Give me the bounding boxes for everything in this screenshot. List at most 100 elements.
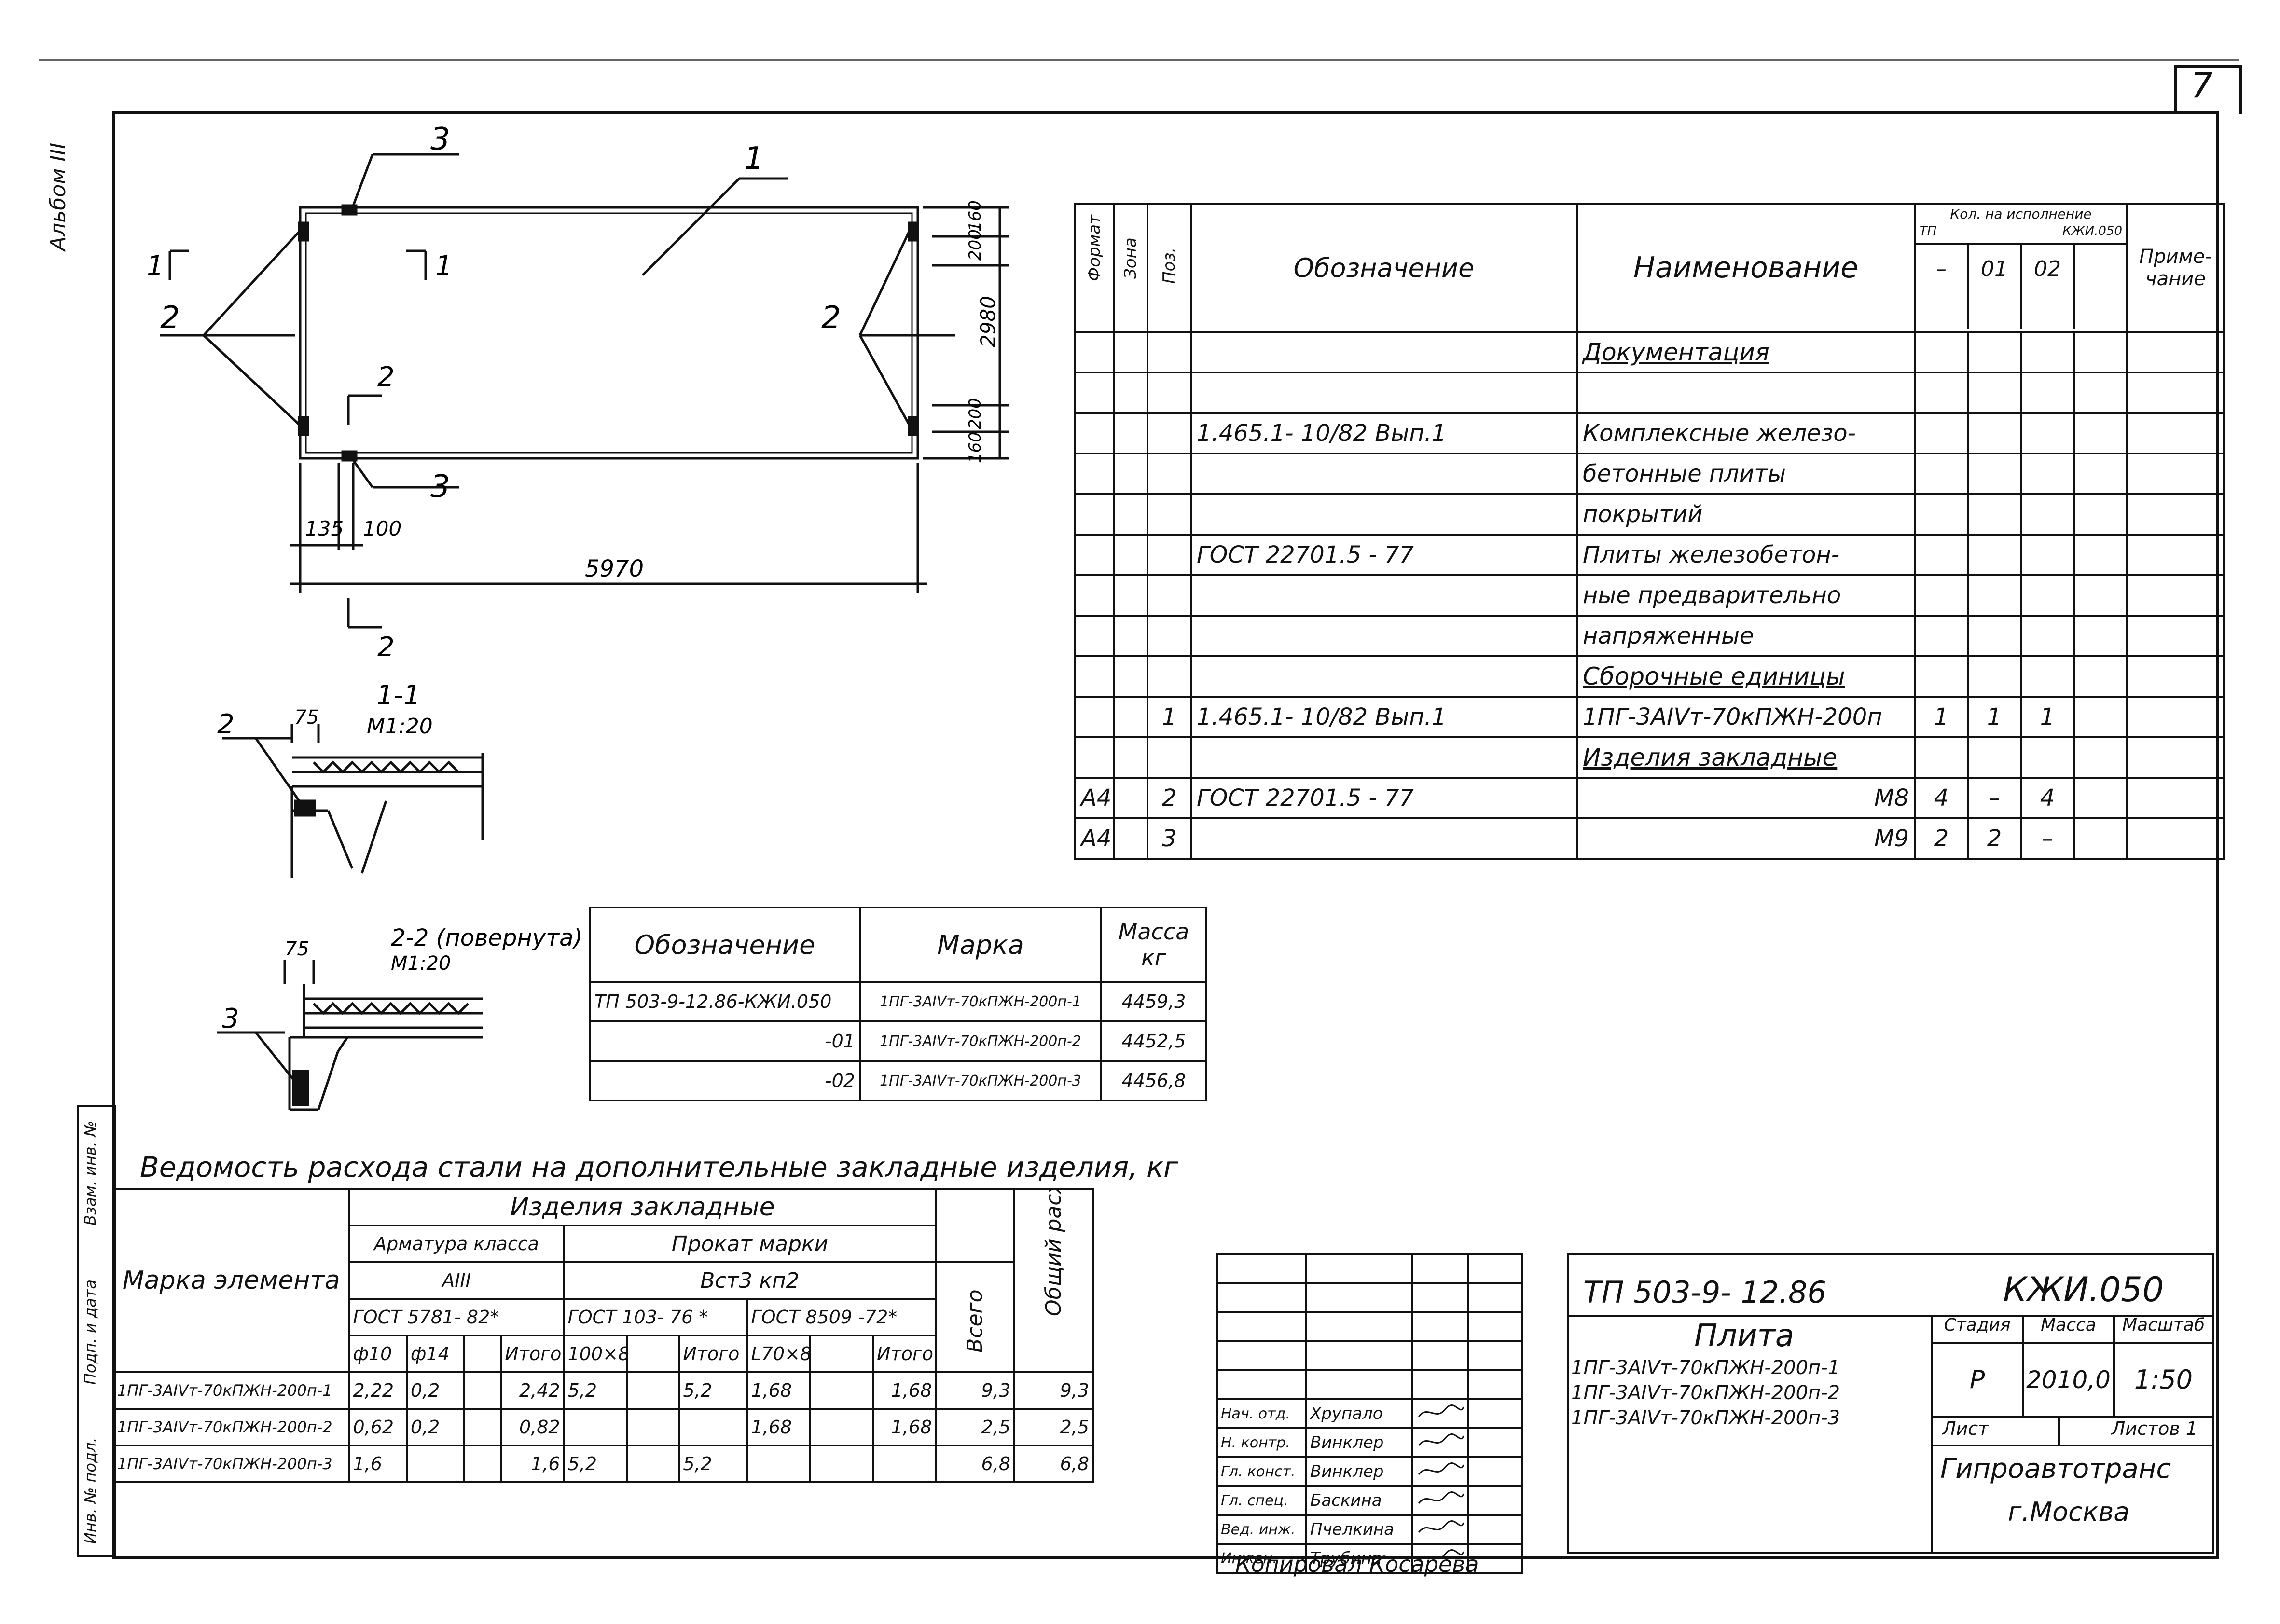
steel-cell-blank (625, 1408, 680, 1446)
steel-header-rebar-class: АIII (348, 1261, 565, 1300)
steel-header-d14: ф14 (405, 1335, 466, 1373)
steel-cell-d10: 0,62 (348, 1408, 408, 1446)
title-mass-label: Масса (2024, 1315, 2115, 1342)
stamp-row (1216, 1282, 1523, 1313)
title-item: Плита (1694, 1318, 1795, 1354)
steel-table-title: Ведомость расхода стали на дополнительны… (140, 1151, 1178, 1184)
pos3-bottom-label: 3 (430, 469, 450, 505)
steel-cell-i2 (678, 1408, 748, 1446)
pos3-top-label: 3 (430, 122, 450, 157)
spec-cell-q1 (1914, 412, 1969, 454)
spec-cell-designation (1190, 372, 1578, 414)
spec-cell-q1: 4 (1914, 777, 1969, 819)
steel-header-gost3: ГОСТ 8509 -72* (746, 1298, 937, 1336)
stamp-row (1216, 1253, 1523, 1284)
steel-cell-mark: 1ПГ-3АIVт-70кПЖН-200п-1 (112, 1371, 350, 1410)
mass-table: Обозначение Марка Масса кг ТП 503-9-12.8… (589, 907, 1207, 1101)
spec-cell-q1: 1 (1914, 696, 1969, 738)
stamp-row: Вед. инж.Пчелкина (1216, 1514, 1523, 1545)
spec-cell-q3 (2020, 493, 2075, 536)
mass-cell-mark: 1ПГ-3АIVт-70кПЖН-200п-2 (859, 1020, 1102, 1062)
title-scale: 1:50 (2134, 1364, 2193, 1395)
spec-cell-q3 (2020, 453, 2075, 495)
spec-cell-q3 (2020, 534, 2075, 576)
spec-cell-q1: 2 (1914, 817, 1969, 860)
title-mark-1: 1ПГ-3АIVт-70кПЖН-200п-1 (1571, 1357, 1840, 1379)
spec-cell-q3 (2020, 331, 2075, 373)
spec-cell-pos (1147, 574, 1192, 617)
stamp-cell-date (1467, 1485, 1523, 1516)
stamp-cell-name (1305, 1369, 1413, 1400)
steel-cell-i3 (872, 1445, 937, 1483)
cut2-bottom-label: 2 (377, 632, 395, 663)
stamp-cell-role (1216, 1282, 1307, 1313)
spec-cell-q2: – (1967, 777, 2022, 819)
spec-cell-pos (1147, 331, 1192, 373)
spec-cell-blank (2073, 534, 2128, 576)
spec-cell-blank (2073, 453, 2128, 495)
spec-cell-name: Изделия закладные (1576, 736, 1916, 779)
spec-cell-name: напряженные (1576, 615, 1916, 657)
spec-row: Сборочные единицы (1074, 655, 2225, 698)
spec-cell-note (2126, 817, 2225, 860)
spec-header-v3: 02 (2022, 245, 2075, 329)
spec-cell-note (2126, 331, 2225, 373)
embed-m9-top (341, 204, 358, 216)
spec-cell-name: ные предварительно (1576, 574, 1916, 617)
stamp-cell-sign (1411, 1282, 1469, 1313)
steel-header-p100x8: 100×8 (563, 1335, 628, 1373)
steel-cell-i2: 5,2 (678, 1371, 748, 1410)
spec-cell-zone (1113, 574, 1148, 617)
section-2-2-drawing: 75 3 2-2 (повернута) М1:20 (217, 924, 582, 1111)
spec-row: бетонные плиты (1074, 453, 2225, 495)
mass-cell-designation: ТП 503-9-12.86-КЖИ.050 (589, 981, 861, 1022)
steel-cell-l70: 1,68 (746, 1371, 811, 1410)
steel-cell-blank (625, 1371, 680, 1410)
mass-header-designation: Обозначение (589, 907, 861, 983)
spec-cell-q1 (1914, 574, 1969, 617)
spec-cell-name: Комплексные железо- (1576, 412, 1916, 454)
steel-cell-overall: 6,8 (1013, 1445, 1094, 1483)
cut2-top-label: 2 (377, 361, 395, 393)
spec-cell-q2 (1967, 615, 2022, 657)
spec-cell-zone (1113, 412, 1148, 454)
spec-cell-blank (2073, 777, 2128, 819)
spec-cell-q2 (1967, 331, 2022, 373)
spec-cell-note (2126, 777, 2225, 819)
spec-header-format: Формат (1074, 203, 1115, 333)
stamp-row (1216, 1369, 1523, 1400)
sheet-top-rule (39, 59, 2239, 61)
stamp-cell-sign (1411, 1398, 1469, 1429)
steel-header-itogo1: Итого (500, 1335, 565, 1373)
spec-cell-blank (2073, 736, 2128, 779)
spec-cell-name: М8 (1576, 777, 1916, 819)
steel-header-itogo3: Итого (872, 1335, 937, 1373)
spec-cell-name: Документация (1576, 331, 1916, 373)
stamp-cell-name (1305, 1340, 1413, 1371)
spec-cell-format (1074, 453, 1115, 495)
steel-cell-l70 (746, 1445, 811, 1483)
spec-header-name: Наименование (1576, 203, 1916, 333)
title-mark-3: 1ПГ-3АIVт-70кПЖН-200п-3 (1571, 1407, 1840, 1429)
steel-cell-l70: 1,68 (746, 1408, 811, 1446)
spec-cell-note (2126, 453, 2225, 495)
embed-m9-bottom (341, 450, 358, 462)
steel-header-overall: Общий расход (1013, 1188, 1094, 1373)
stamp-row: Н. контр.Винклер (1216, 1427, 1523, 1458)
signature-mark (1418, 1549, 1465, 1562)
embed-m8-top-left (298, 221, 309, 242)
spec-header-designation: Обозначение (1190, 203, 1578, 333)
spec-cell-blank (2073, 412, 2128, 454)
steel-cell-d14: 0,2 (405, 1408, 466, 1446)
spec-cell-designation: ГОСТ 22701.5 - 77 (1190, 777, 1578, 819)
spec-cell-format (1074, 615, 1115, 657)
spec-cell-pos (1147, 655, 1192, 698)
steel-cell-blank (463, 1445, 502, 1483)
stamp-cell-sign (1411, 1427, 1469, 1458)
stamp-cell-role: Вед. инж. (1216, 1514, 1307, 1545)
steel-header-d10: ф10 (348, 1335, 408, 1373)
